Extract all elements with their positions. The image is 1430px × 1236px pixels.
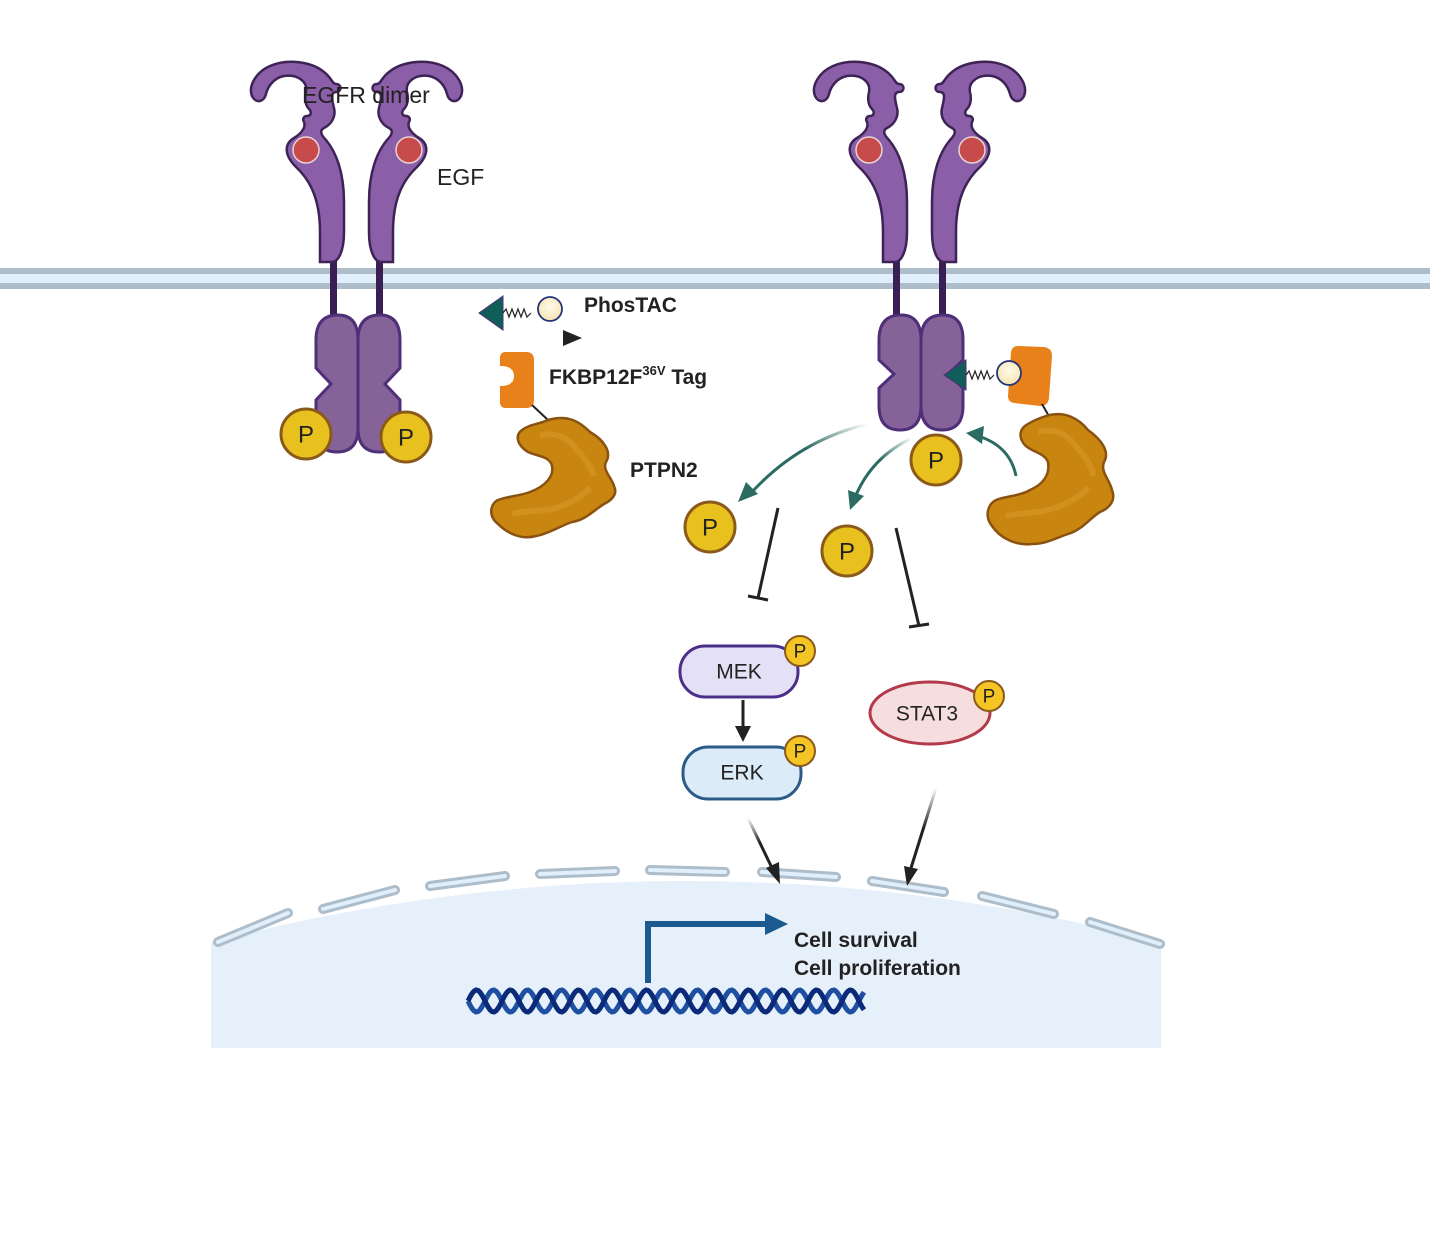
- fkbp-tag: [500, 352, 549, 421]
- teal-arrow: [977, 434, 1018, 477]
- svg-text:P: P: [398, 425, 414, 452]
- ligand-ball-icon: [996, 360, 1022, 386]
- linker-icon: [502, 307, 532, 319]
- svg-text:P: P: [794, 642, 807, 663]
- released-phospho-group: P: [820, 524, 874, 578]
- svg-text:MEK: MEK: [716, 661, 762, 684]
- label-cell-proliferation: Cell proliferation: [794, 957, 961, 980]
- egf-ligand: [395, 136, 423, 164]
- svg-text:P: P: [839, 539, 855, 566]
- egfr-extracellular-domain: [812, 60, 909, 264]
- erk-node[interactable]: ERK P: [681, 735, 816, 801]
- svg-text:ERK: ERK: [720, 762, 763, 785]
- ptpn2-phosphatase: [986, 413, 1115, 546]
- transmembrane-helix: [330, 258, 337, 320]
- stat3-node[interactable]: STAT3 P: [868, 680, 1005, 746]
- egf-ligand: [855, 136, 883, 164]
- label-fkbp-tag: FKBP12F36V Tag: [549, 363, 707, 389]
- label-ptpn2: PTPN2: [630, 459, 698, 482]
- nuclear-translocation-arrows: [746, 787, 938, 886]
- mek-node[interactable]: MEK P: [678, 635, 816, 699]
- phostac-molecule: [478, 295, 563, 331]
- dephosphorylation-arrows: [738, 422, 1018, 510]
- phospho-badge: P: [784, 635, 816, 667]
- svg-text:P: P: [794, 742, 807, 763]
- inhibition-arrows: [747, 507, 930, 629]
- dna-helix: [465, 987, 867, 1015]
- warhead-icon: [478, 295, 504, 331]
- phospho-group: P: [379, 410, 433, 464]
- nuclear-envelope: [213, 865, 1165, 949]
- egfr-dimer-right[interactable]: P: [812, 60, 1027, 487]
- phospho-group: P: [909, 433, 963, 487]
- svg-text:STAT3: STAT3: [896, 703, 958, 726]
- transmembrane-helix: [939, 258, 946, 320]
- fkbp-tag: [1008, 346, 1052, 406]
- nucleus: [211, 865, 1165, 1048]
- dna-strand: [465, 987, 867, 1015]
- label-cell-survival: Cell survival: [794, 929, 918, 952]
- svg-text:P: P: [298, 422, 314, 449]
- egfr-kinase-domain: [877, 313, 923, 432]
- ptpn2-phosphatase: [490, 416, 617, 539]
- label-egfr-dimer: EGFR dimer: [302, 82, 430, 108]
- label-phostac: PhosTAC: [584, 294, 677, 317]
- linker-icon: [965, 369, 995, 381]
- svg-text:P: P: [983, 687, 996, 708]
- mek-to-erk-arrow: [735, 700, 751, 742]
- phostac-ternary-complex: [943, 346, 1115, 546]
- svg-text:P: P: [702, 515, 718, 542]
- egf-ligand: [292, 136, 320, 164]
- egf-ligand: [958, 136, 986, 164]
- transmembrane-helix: [893, 258, 900, 320]
- phospho-badge: P: [784, 735, 816, 767]
- transmembrane-helix: [376, 258, 383, 320]
- inhibition-line: [756, 507, 780, 599]
- dna-strand: [465, 987, 867, 1015]
- teal-arrow: [852, 436, 913, 501]
- ligand-ball-icon: [537, 296, 563, 322]
- treatment-arrow: [466, 330, 582, 346]
- phospho-group: P: [279, 407, 333, 461]
- label-egf: EGF: [437, 164, 484, 190]
- svg-text:P: P: [928, 448, 944, 475]
- plasma-membrane: [0, 268, 1430, 289]
- inhibition-line: [894, 527, 921, 627]
- teal-arrow: [750, 422, 869, 494]
- phospho-badge: P: [973, 680, 1005, 712]
- released-phospho-group: P: [683, 500, 737, 554]
- egfr-dimer-left[interactable]: P P: [249, 60, 464, 464]
- promoter-arrow: [645, 913, 788, 983]
